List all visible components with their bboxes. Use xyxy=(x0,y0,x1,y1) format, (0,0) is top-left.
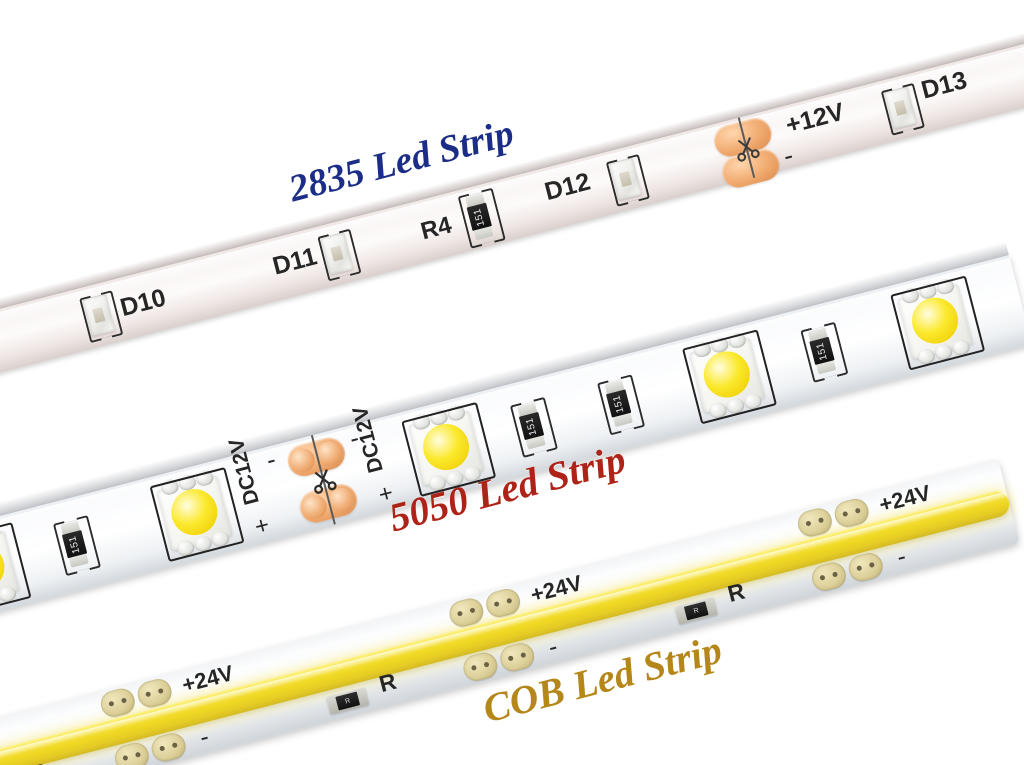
scissors-icon xyxy=(737,137,760,162)
scissors-icon xyxy=(314,469,337,494)
